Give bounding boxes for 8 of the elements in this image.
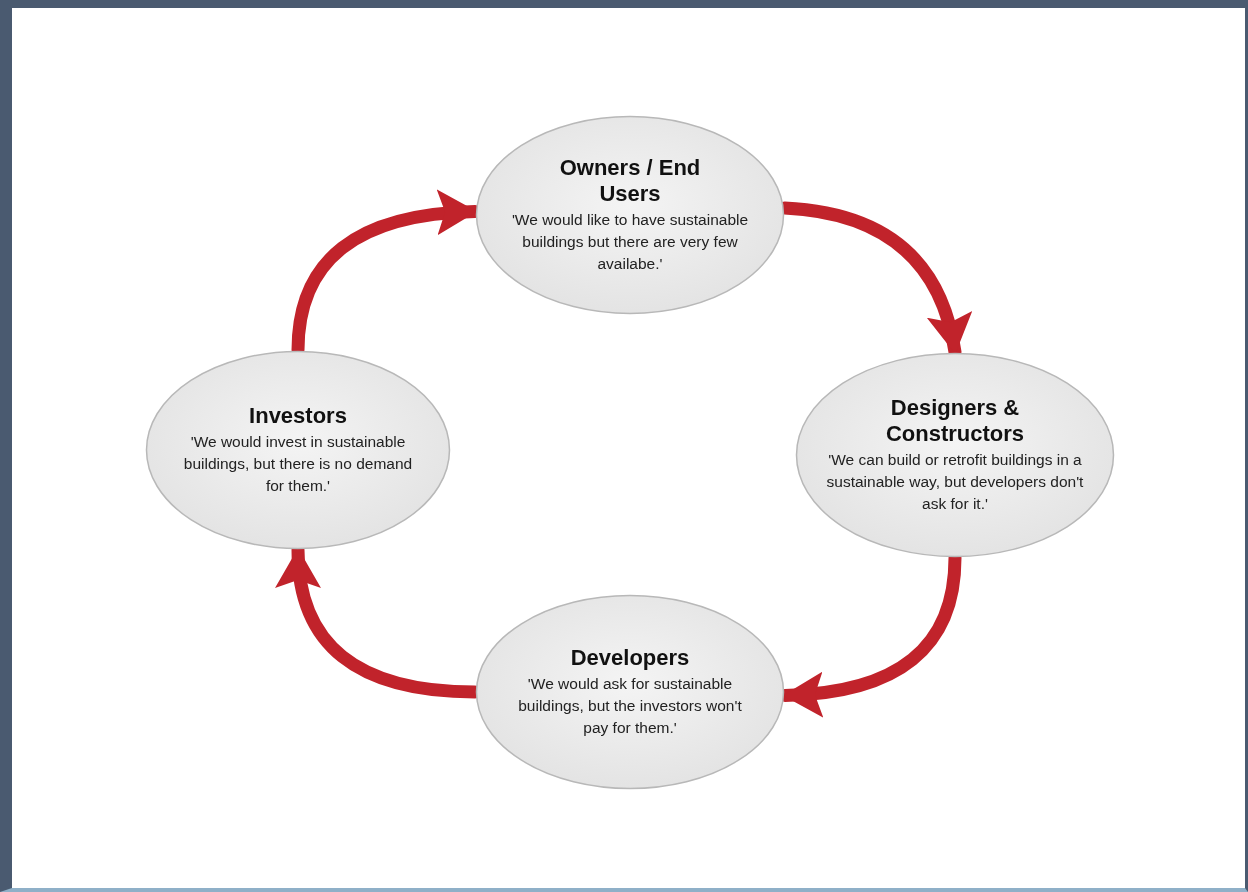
node-quote: 'We can build or retrofit buildings in a sustainable way, but developers don't ask for it.' (825, 450, 1085, 514)
node-title: Investors (248, 403, 348, 429)
node-title: Designers & Constructors (884, 395, 1026, 447)
node-quote: 'We would like to have sustainable buildings but there are very few availabe.' (510, 210, 750, 274)
node-quote: 'We would invest in sustainable buildings, but there is no demand for them.' (182, 432, 414, 496)
node-quote: 'We would ask for sustainable buildings, but the investors won't pay for them.' (517, 674, 743, 738)
node-title: Owners / End Users (558, 155, 702, 207)
node-title: Developers (569, 645, 691, 671)
